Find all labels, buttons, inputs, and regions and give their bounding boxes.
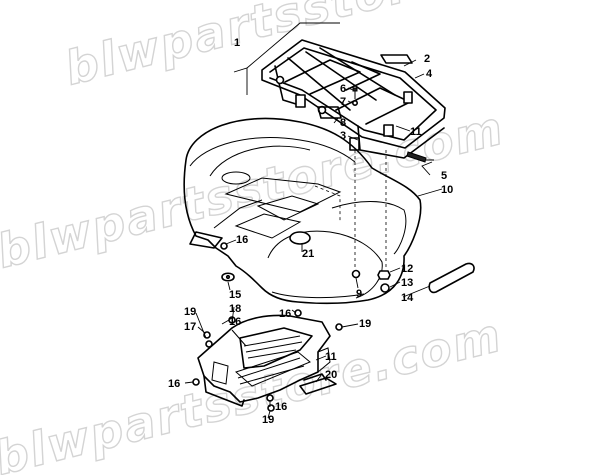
grab-handle — [428, 262, 475, 294]
callout-19-right: 19 — [359, 318, 371, 330]
callout-3: 3 — [340, 130, 346, 142]
guide-line-side — [314, 185, 341, 222]
callout-6: 6 — [340, 83, 346, 95]
callout-16-footwell: 16 — [229, 316, 241, 328]
leader-lines — [184, 59, 443, 419]
callout-15: 15 — [229, 289, 241, 301]
watermark-top: blwpartsstore.com — [60, 0, 578, 96]
callout-10: 10 — [441, 184, 453, 196]
fender-washer-13 — [380, 283, 390, 293]
callout-7: 7 — [340, 96, 346, 108]
rack-bolt — [406, 151, 434, 163]
callout-13: 13 — [401, 277, 413, 289]
rack-screws — [351, 87, 358, 107]
callout-17: 17 — [184, 321, 196, 333]
fastener-16d — [192, 378, 200, 386]
callout-11-footwell: 11 — [325, 351, 337, 363]
watermark-bottom: blwpartsstore.com — [0, 307, 508, 475]
fastener-16c — [294, 309, 302, 317]
callouts: 1 2 4 6 7 8 3 11 5 10 16 21 12 13 9 14 1… — [168, 37, 453, 426]
callout-20: 20 — [325, 369, 337, 381]
rear-rack — [233, 22, 446, 159]
callout-16-bottom: 16 — [275, 401, 287, 413]
callout-11: 11 — [410, 126, 422, 138]
callout-14: 14 — [401, 292, 414, 304]
callout-16-fender: 16 — [236, 234, 248, 246]
fastener-19c — [267, 404, 275, 412]
callout-5: 5 — [441, 170, 447, 182]
callout-19-bottom: 19 — [262, 414, 274, 426]
callout-2: 2 — [424, 53, 430, 65]
fender-nut-12 — [377, 270, 391, 280]
callout-12: 12 — [401, 263, 413, 275]
callout-19-top: 19 — [184, 306, 196, 318]
decal-rack-rear — [380, 54, 413, 64]
callout-16-left: 16 — [168, 378, 180, 390]
footwell — [197, 314, 331, 407]
callout-4: 4 — [426, 68, 433, 80]
callout-21: 21 — [302, 248, 314, 260]
callout-1: 1 — [234, 37, 240, 49]
rear-fender-body — [183, 117, 422, 305]
fender-nut-9 — [351, 269, 361, 279]
clip-15 — [221, 272, 235, 282]
decal-rack-side — [317, 106, 342, 119]
callout-18: 18 — [229, 303, 241, 315]
fastener-19a — [205, 340, 213, 348]
fastener-16a — [220, 242, 228, 250]
callout-8: 8 — [340, 117, 346, 129]
callout-16-rear: 16 — [279, 308, 291, 320]
fastener-19b — [335, 323, 343, 331]
callout-9: 9 — [356, 288, 362, 300]
